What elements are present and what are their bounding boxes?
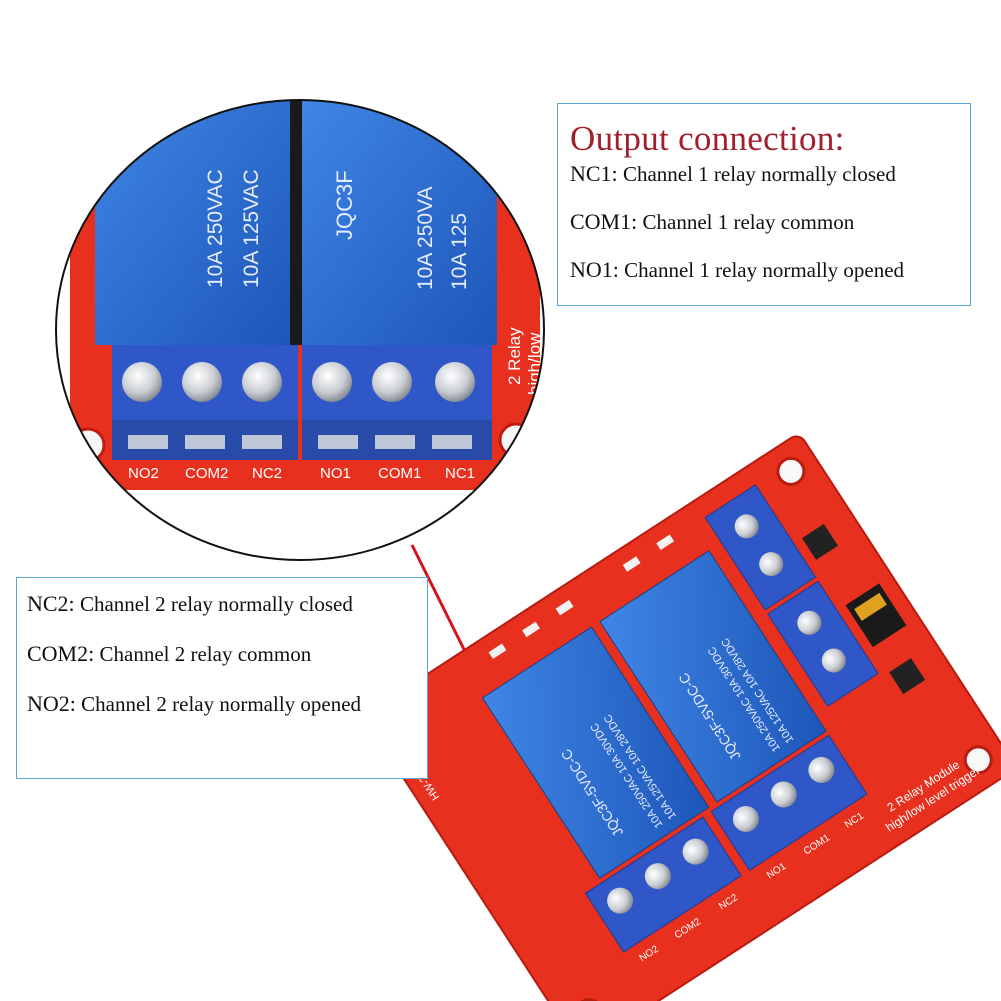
zoom-label-com2: COM2 — [185, 465, 228, 482]
zoom-terminal-block-left — [112, 345, 298, 460]
zoom-terminal-block-right — [302, 345, 492, 460]
legend-row-nc2: NC2: Channel 2 relay normally closed — [27, 591, 427, 617]
zoom-relay-right-text-2: 10A 125 — [448, 213, 471, 290]
board-jumper — [845, 583, 907, 648]
zoom-side-text-1: 2 Relay — [505, 327, 524, 385]
zoom-label-nc1: NC1 — [445, 465, 475, 482]
legend-desc: Channel 2 relay normally closed — [74, 592, 353, 616]
legend-code: NO2: — [27, 691, 76, 716]
legend-desc: Channel 2 relay normally opened — [75, 692, 362, 716]
board-relay-1 — [599, 550, 827, 803]
legend-code: NC1: — [570, 161, 618, 186]
output-connection-box: Output connection: NC1: Channel 1 relay … — [557, 103, 971, 306]
zoom-magnifier: 10A 250VAC 10A 125VAC JQC3F 10A 250VA 10… — [55, 99, 545, 561]
output-connection-title: Output connection: — [570, 119, 845, 158]
zoom-relay-left-text-2: 10A 125VAC — [240, 169, 263, 288]
legend-row-nc1: NC1: Channel 1 relay normally closed — [570, 161, 970, 187]
zoom-relay-left-text-1: 10A 250VAC — [204, 169, 227, 288]
legend-row-no1: NO1: Channel 1 relay normally opened — [570, 257, 970, 283]
legend-desc: Channel 2 relay common — [94, 642, 312, 666]
legend-code: NO1: — [570, 257, 619, 282]
zoom-relay-right-model: JQC3F — [332, 170, 357, 240]
legend-code: NC2: — [27, 591, 75, 616]
legend-row-no2: NO2: Channel 2 relay normally opened — [27, 691, 427, 717]
legend-row-com2: COM2: Channel 2 relay common — [27, 641, 427, 667]
zoom-label-no2: NO2 — [128, 465, 159, 482]
board-input-terminal-a — [704, 484, 817, 611]
zoom-relay-right-text-1: 10A 250VA — [414, 186, 437, 290]
board-chip-1 — [802, 523, 838, 560]
legend-desc: Channel 1 relay normally closed — [617, 162, 896, 186]
legend-row-com1: COM1: Channel 1 relay common — [570, 209, 970, 235]
board-input-terminal-b — [767, 580, 879, 707]
legend-desc: Channel 1 relay common — [637, 210, 855, 234]
legend-desc: Channel 1 relay normally opened — [618, 258, 905, 282]
zoom-label-no1: NO1 — [320, 465, 351, 482]
legend-code: COM2: — [27, 641, 95, 666]
legend-code: COM1: — [570, 209, 638, 234]
board-chip-2 — [889, 658, 926, 695]
relay-board: JQC3F-5VDC-C 10A 250VAC 10A 30VDC 10A 12… — [365, 435, 1001, 1001]
zoom-label-com1: COM1 — [378, 465, 421, 482]
board-relay-2 — [481, 626, 710, 879]
zoom-label-nc2: NC2 — [252, 465, 282, 482]
channel2-box: NC2: Channel 2 relay normally closed COM… — [16, 577, 428, 779]
zoom-circle-outline — [55, 99, 545, 561]
